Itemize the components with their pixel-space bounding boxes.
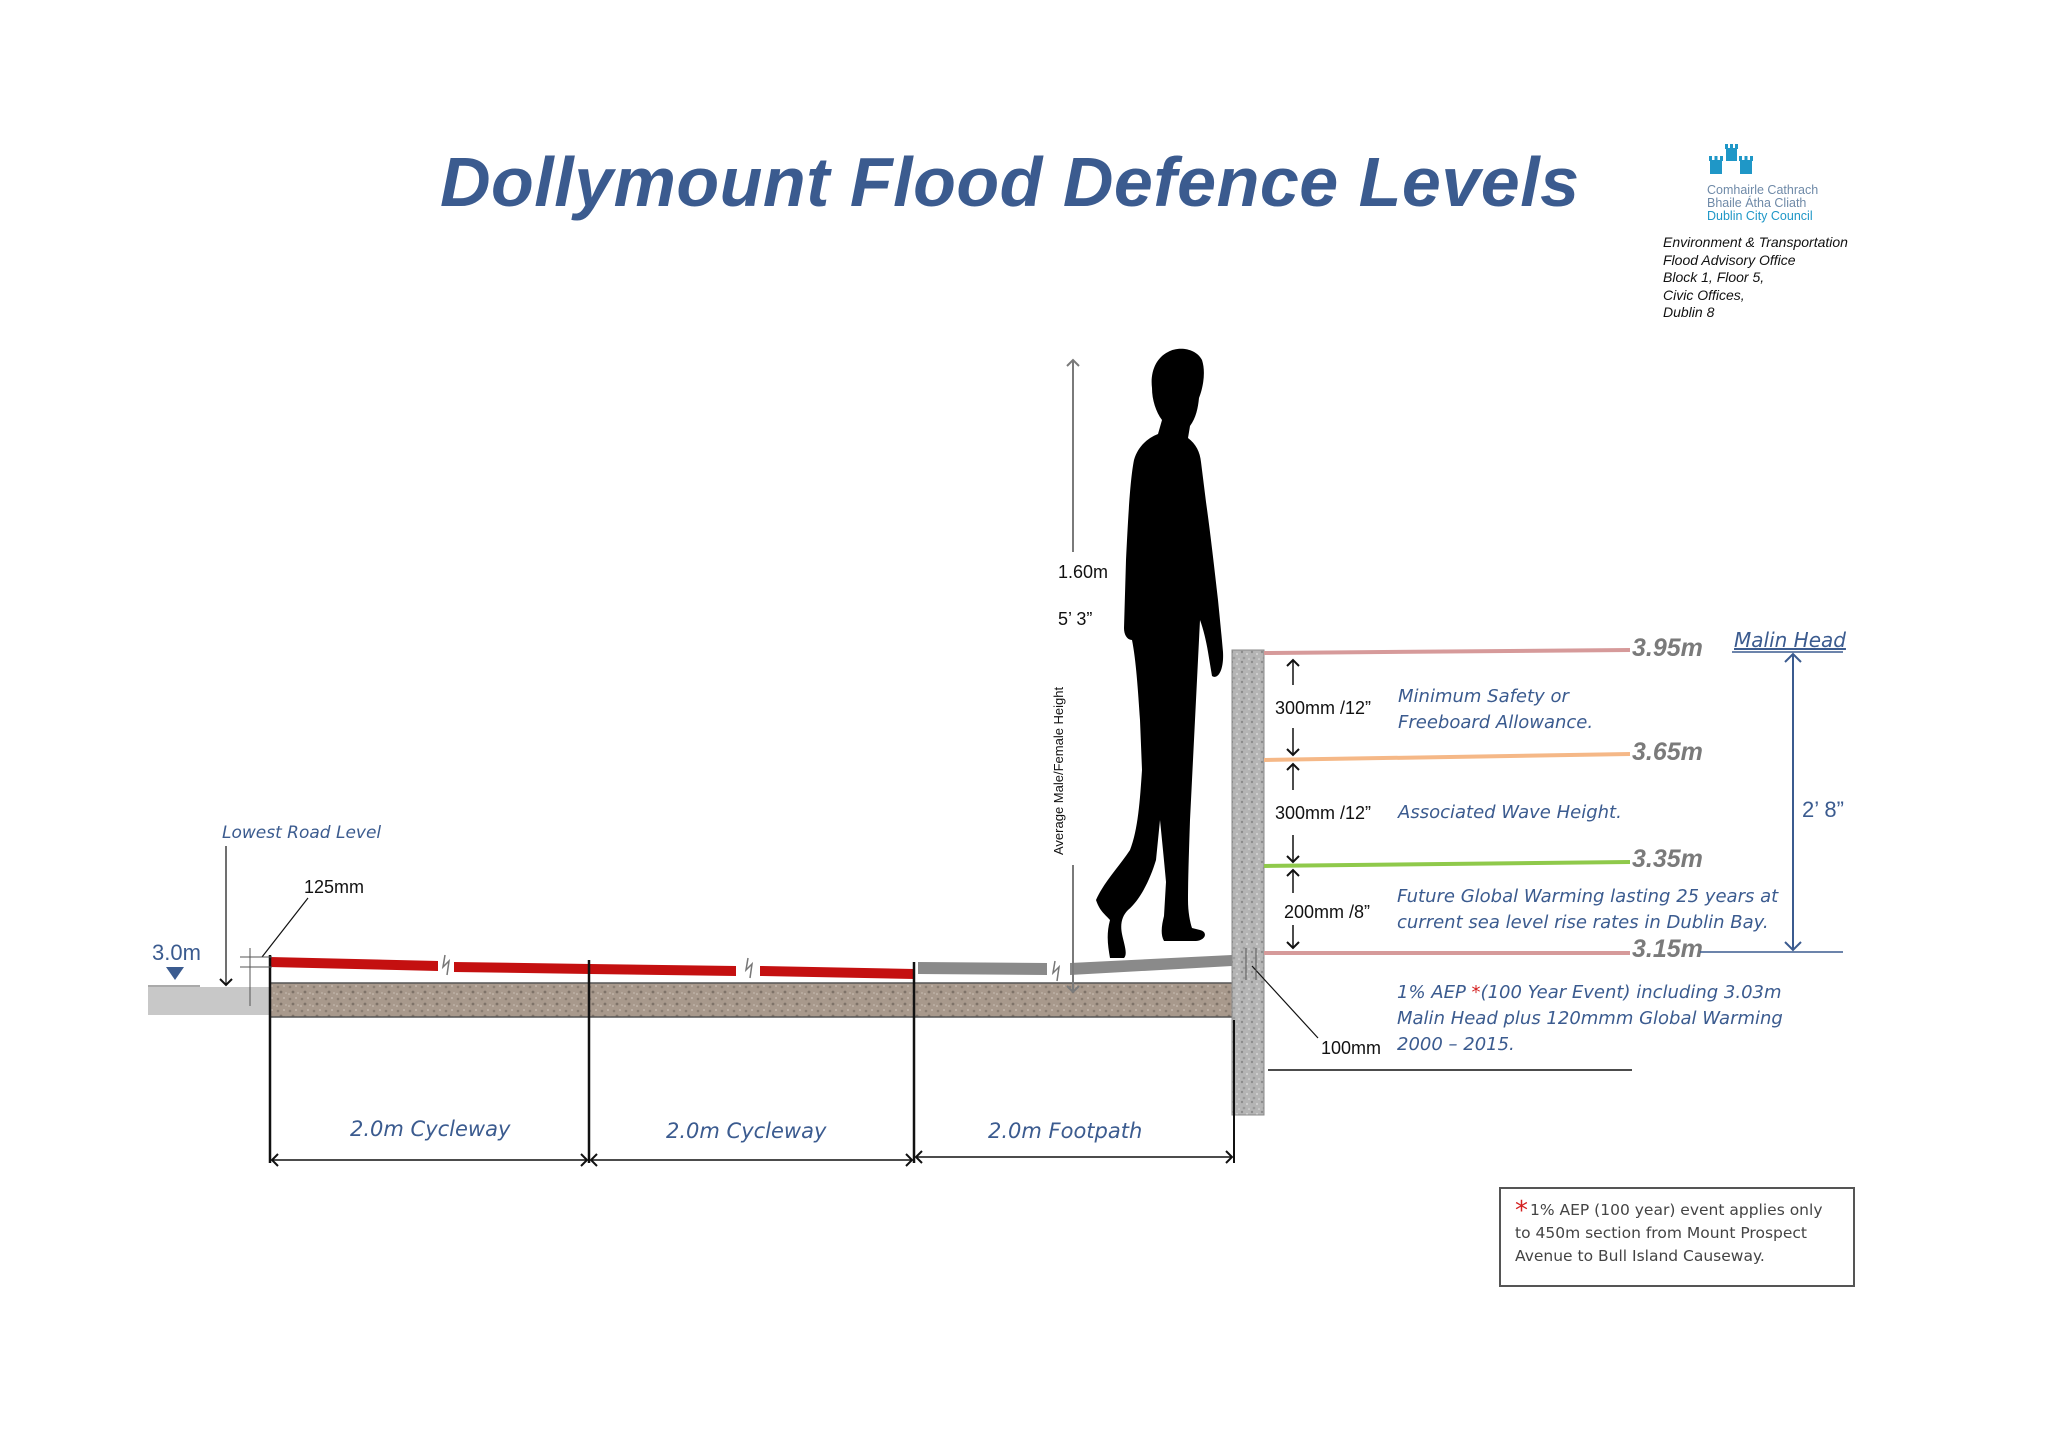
warming-description-2: current sea level rise rates in Dublin B… xyxy=(1397,912,1769,933)
road-surface xyxy=(148,987,270,1015)
office-address: Environment & Transportation Flood Advis… xyxy=(1663,234,1848,322)
aep-prefix: 1% AEP xyxy=(1397,982,1472,1003)
address-line: Dublin 8 xyxy=(1663,304,1715,320)
freeboard-description-1: Minimum Safety or xyxy=(1398,686,1570,707)
freeboard-description-2: Freeboard Allowance. xyxy=(1398,712,1593,733)
level-line-3.65 xyxy=(1263,752,1631,762)
section-label-footpath: 2.0m Footpath xyxy=(988,1119,1142,1143)
cycleway-surface xyxy=(454,962,590,974)
person-height-axis-label: Average Male/Female Height xyxy=(1051,686,1066,855)
logo-line-1: Comhairle Cathrach xyxy=(1707,183,1819,197)
level-line-3.35 xyxy=(1263,860,1631,868)
level-label-3.95: 3.95m xyxy=(1632,634,1703,662)
address-line: Environment & Transportation xyxy=(1663,234,1848,250)
gap-2-label: 300mm /12” xyxy=(1275,803,1371,823)
wall-offset-leader xyxy=(1251,965,1319,1039)
council-logo xyxy=(1709,144,1753,174)
wall-offset-label: 100mm xyxy=(1321,1038,1381,1058)
level-line-3.95 xyxy=(1263,648,1631,655)
person-silhouette xyxy=(1096,348,1224,958)
lowest-road-level-label: Lowest Road Level xyxy=(222,823,381,843)
level-label-3.15: 3.15m xyxy=(1632,935,1703,963)
cycleway-surface xyxy=(760,966,914,979)
address-line: Block 1, Floor 5, xyxy=(1663,269,1765,285)
gap-3-label: 200mm /8” xyxy=(1284,902,1370,922)
section-label-cycleway-2: 2.0m Cycleway xyxy=(666,1119,827,1143)
aep-description-1: 1% AEP *(100 Year Event) including 3.03m xyxy=(1397,982,1782,1003)
cycleway-surface xyxy=(270,957,438,971)
address-line: Civic Offices, xyxy=(1663,286,1745,303)
logo-line-3: Dublin City Council xyxy=(1707,209,1813,223)
break-symbol xyxy=(744,957,754,979)
warming-description-1: Future Global Warming lasting 25 years a… xyxy=(1397,886,1779,907)
subgrade-layer xyxy=(270,983,1232,1017)
aep-description-2: Malin Head plus 120mmm Global Warming xyxy=(1397,1008,1783,1029)
level-label-3.35: 3.35m xyxy=(1632,845,1703,873)
logo-text: Comhairle Cathrach Bhaile Átha Cliath Du… xyxy=(1707,184,1818,223)
footpath-surface xyxy=(918,962,1047,975)
malin-head-total-label: 2’ 8” xyxy=(1802,797,1844,822)
kerb-height-label: 125mm xyxy=(304,877,364,897)
flood-wall xyxy=(1231,649,1265,1116)
cycleway-surface xyxy=(590,964,736,976)
castle-towers-icon xyxy=(1709,144,1753,174)
break-symbol xyxy=(1051,960,1061,982)
wave-description: Associated Wave Height. xyxy=(1397,802,1622,823)
aep-asterisk: * xyxy=(1472,982,1481,1003)
page-title: Dollymount Flood Defence Levels xyxy=(440,143,1580,221)
water-level-triangle-icon xyxy=(166,967,184,980)
logo-line-2: Bhaile Átha Cliath xyxy=(1707,196,1807,210)
break-symbol xyxy=(441,954,451,976)
footnote-line-2: to 450m section from Mount Prospect xyxy=(1515,1224,1807,1242)
gap-1-label: 300mm /12” xyxy=(1275,698,1371,718)
footnote-line-3: Avenue to Bull Island Causeway. xyxy=(1515,1247,1765,1265)
level-label-3.65: 3.65m xyxy=(1632,738,1703,766)
malin-head-label: Malin Head xyxy=(1734,628,1846,652)
footnote-box: *1% AEP (100 year) event applies only to… xyxy=(1499,1187,1855,1287)
aep-description-3: 2000 – 2015. xyxy=(1397,1034,1515,1055)
person-height-imperial: 5’ 3” xyxy=(1058,609,1092,629)
aep-suffix: (100 Year Event) including 3.03m xyxy=(1481,982,1782,1003)
footnote-line-1: *1% AEP (100 year) event applies only xyxy=(1515,1198,1839,1224)
road-level-label: 3.0m xyxy=(152,940,201,965)
kerb-leader xyxy=(261,897,309,958)
footnote-text-1: 1% AEP (100 year) event applies only xyxy=(1530,1201,1823,1219)
footpath-surface xyxy=(1070,955,1232,975)
address-line: Flood Advisory Office xyxy=(1663,251,1796,268)
footnote-asterisk: * xyxy=(1515,1196,1528,1226)
section-label-cycleway-1: 2.0m Cycleway xyxy=(350,1117,511,1141)
person-height-metric: 1.60m xyxy=(1058,562,1108,582)
